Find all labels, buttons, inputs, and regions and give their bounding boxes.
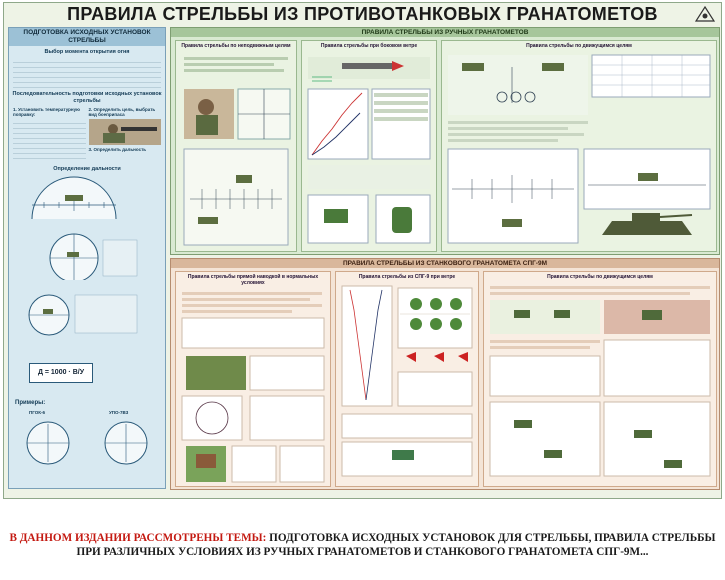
scope-2-label: УПО-7В3 — [109, 410, 129, 415]
subsection-heading: Выбор момента открытия огня — [44, 49, 130, 55]
scope-reticle-icon — [28, 294, 138, 336]
moving-targets-diagram — [447, 54, 711, 244]
moving-targets-panel: Правила стрельбы по движущимся целям — [441, 40, 717, 252]
publisher-logo-icon — [695, 6, 715, 22]
stationary-targets-panel: Правила стрельбы по неподвижным целям — [175, 40, 297, 252]
soldier-photo-icon — [88, 119, 161, 145]
direct-fire-diagram — [181, 292, 325, 483]
scope-reticle-icon — [49, 233, 138, 283]
panel-title: Правила стрельбы при боковом ветре — [320, 43, 418, 49]
caption-line-1: ПОДГОТОВКА ИСХОДНЫХ УСТАНОВОК ДЛЯ СТРЕЛЬ… — [266, 532, 716, 544]
stationary-diagram — [183, 57, 291, 246]
step-2-label: 2. Определить цель, выбрать вид боеприпа… — [88, 107, 156, 117]
crosswind-diagram — [307, 57, 431, 244]
hand-launchers-section: ПРАВИЛА СТРЕЛЬБЫ ИЗ РУЧНЫХ ГРАНАТОМЕТОВ … — [170, 27, 720, 255]
description-caption: В ДАННОМ ИЗДАНИИ РАССМОТРЕНЫ ТЕМЫ: ПОДГО… — [0, 531, 725, 559]
direct-fire-panel: Правила стрельбы прямой наводкой в норма… — [175, 271, 331, 487]
panel-title: Правила стрельбы по неподвижным целям — [181, 43, 291, 49]
subsection-heading: Последовательность подготовки исходных у… — [12, 91, 162, 104]
poster-footer — [7, 491, 718, 499]
range-formula: Д = 1000 · В/У — [29, 363, 93, 383]
examples-label: Примеры: — [15, 400, 46, 406]
panel-title: Правила стрельбы прямой наводкой в норма… — [187, 274, 319, 286]
caption-lead: В ДАННОМ ИЗДАНИИ РАССМОТРЕНЫ ТЕМЫ: — [9, 532, 267, 544]
poster-title: ПРАВИЛА СТРЕЛЬБЫ ИЗ ПРОТИВОТАНКОВЫХ ГРАН… — [67, 4, 658, 24]
spg-wind-diagram — [341, 285, 473, 477]
spg9-section: ПРАВИЛА СТРЕЛЬБЫ ИЗ СТАНКОВОГО ГРАНАТОМЕ… — [170, 258, 720, 490]
step-1-label: 1. Установить температурную поправку: — [13, 107, 80, 117]
scope-1-label: ПГОК-6 — [29, 410, 45, 415]
poster-image: ПРАВИЛА СТРЕЛЬБЫ ИЗ ПРОТИВОТАНКОВЫХ ГРАН… — [3, 2, 722, 499]
spg-wind-panel: Правила стрельбы из СПГ-9 при ветре — [335, 271, 479, 487]
panel-title: Правила стрельбы из СПГ-9 при ветре — [358, 274, 456, 280]
spg-moving-panel: Правила стрельбы по движущимся целям — [483, 271, 717, 487]
section-heading: ПРАВИЛА СТРЕЛЬБЫ ИЗ СТАНКОВОГО ГРАНАТОМЕ… — [171, 259, 719, 268]
spg-moving-diagram — [489, 286, 711, 477]
panel-title: Правила стрельбы по движущимся целям — [547, 274, 653, 280]
text-block — [13, 58, 161, 88]
panel-title: Правила стрельбы по движущимся целям — [526, 43, 632, 49]
scope-reticle-icon — [31, 176, 117, 262]
pgok-scope-icon — [26, 421, 70, 465]
section-heading: ПРАВИЛА СТРЕЛЬБЫ ИЗ РУЧНЫХ ГРАНАТОМЕТОВ — [171, 28, 719, 37]
crosswind-panel: Правила стрельбы при боковом ветре — [301, 40, 437, 252]
step-3-label: 3. Определить дальность — [88, 147, 147, 152]
subsection-heading: Определение дальности — [53, 166, 121, 172]
upo-scope-icon — [104, 421, 148, 465]
section-heading: ПОДГОТОВКА ИСХОДНЫХ УСТАНОВОК СТРЕЛЬБЫ — [9, 28, 165, 46]
text-block — [13, 119, 86, 163]
initial-settings-section: ПОДГОТОВКА ИСХОДНЫХ УСТАНОВОК СТРЕЛЬБЫ В… — [8, 27, 166, 489]
caption-line-2: ПРИ РАЗЛИЧНЫХ УСЛОВИЯХ ИЗ РУЧНЫХ ГРАНАТО… — [76, 546, 649, 558]
